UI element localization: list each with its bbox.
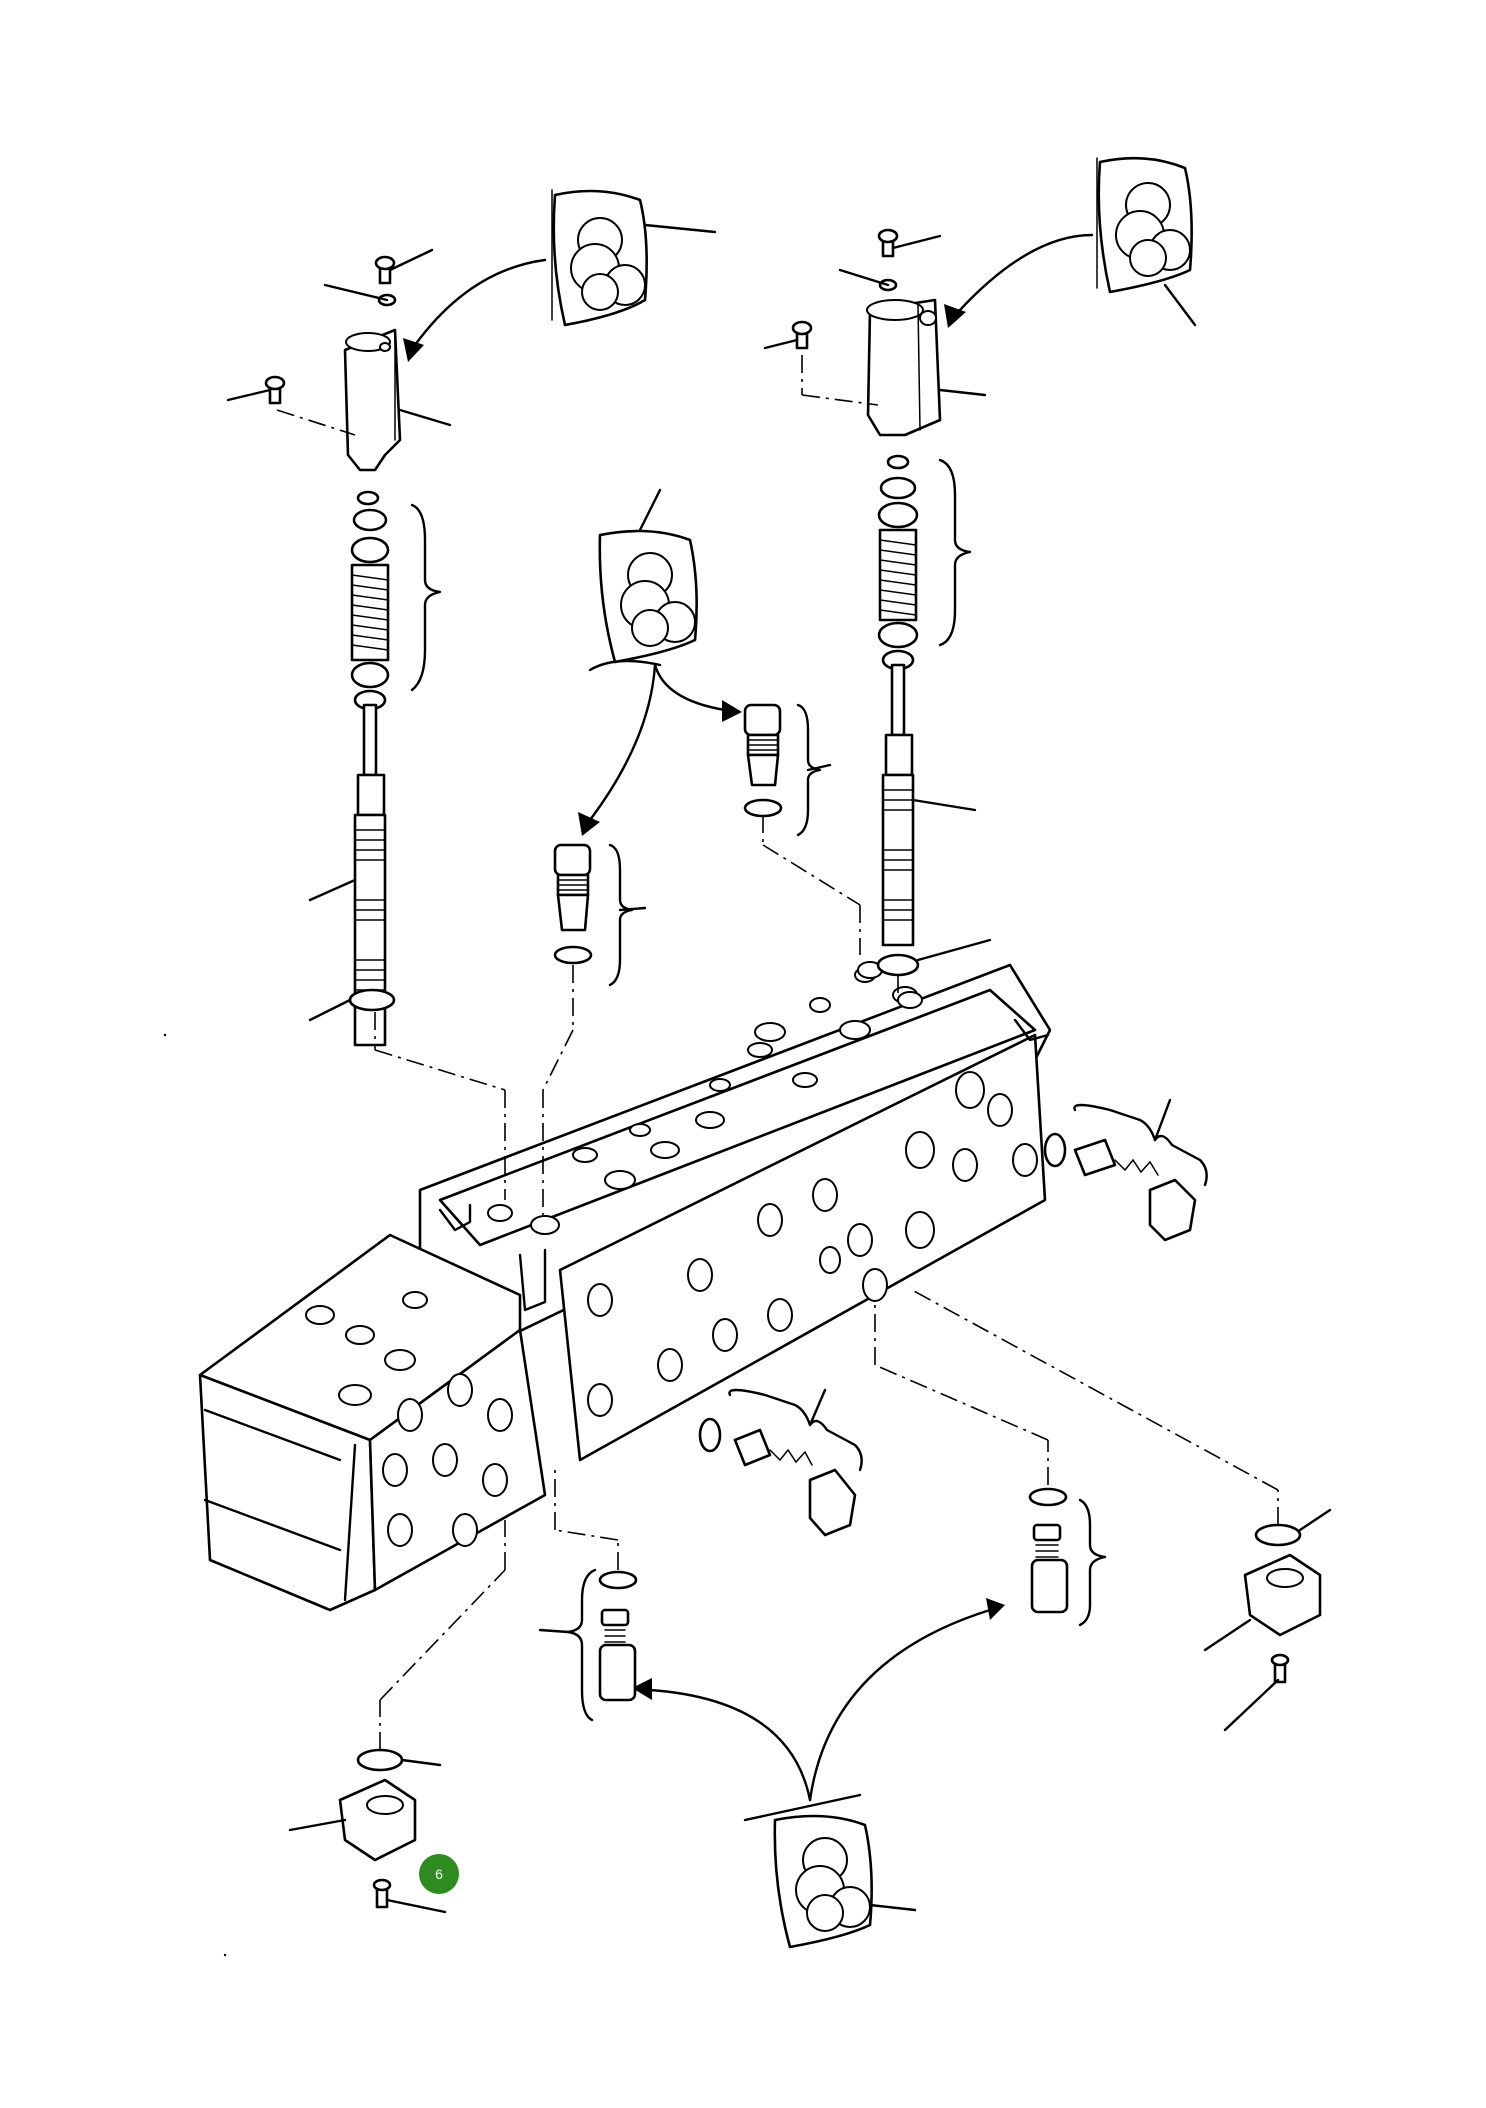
end-block-ports	[305, 1291, 513, 1547]
seal-kit-center	[578, 488, 742, 836]
relief-plug-lower	[698, 1388, 863, 1537]
spool-right	[876, 663, 992, 977]
cartridge-valve-lower-right	[874, 1305, 1107, 1627]
cartridge-valve-upper-center	[743, 703, 861, 955]
spool-spring-stack-right	[877, 454, 972, 671]
cartridge-valve-middle	[542, 843, 647, 1215]
solenoid-cap-left	[343, 328, 452, 472]
flange-right	[911, 1289, 1332, 1732]
solenoid-screws-right	[763, 228, 942, 406]
solenoid-cap-right	[866, 298, 987, 437]
spool-spring-stack-left	[350, 490, 442, 711]
block-side-ports	[587, 1071, 1038, 1417]
block-top-ports	[487, 961, 923, 1235]
solenoid-screws-left	[226, 248, 434, 436]
relief-plug-right	[1043, 1098, 1208, 1242]
control-valve-block	[198, 961, 1052, 1612]
cartridge-valve-lower-left	[538, 1470, 638, 1722]
spool-left	[308, 703, 396, 1047]
seal-kit-bottom	[632, 1598, 1005, 1949]
callout-number-badge[interactable]: 6	[419, 1854, 459, 1894]
seal-kit-top-left	[403, 189, 717, 362]
flange-left	[288, 1520, 506, 1914]
seal-kit-top-right	[944, 156, 1197, 328]
